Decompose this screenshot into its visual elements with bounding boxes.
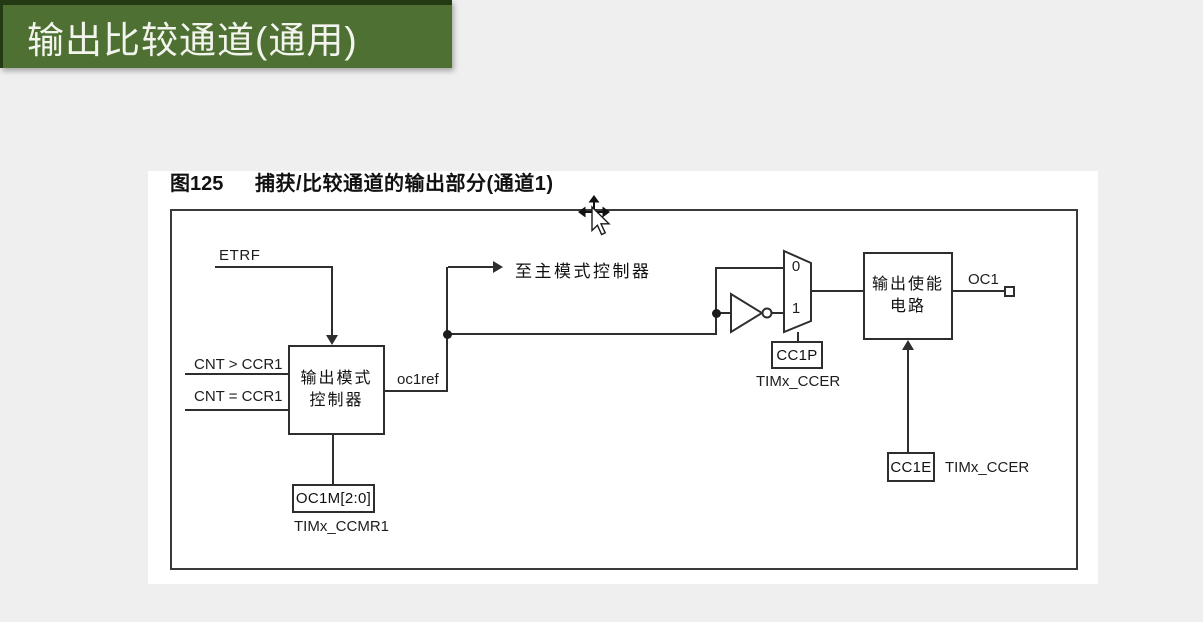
arrowhead-down-icon (326, 335, 338, 345)
wire-mux1-input (772, 312, 786, 314)
cc1p-box: CC1P (771, 341, 823, 369)
cc1e-label: CC1E (890, 458, 932, 476)
wire-oc1ref-riser (446, 267, 448, 392)
title-banner: 输出比较通道(通用) (0, 0, 452, 68)
mux-input1-label: 1 (791, 300, 801, 317)
wire-mux-select (797, 332, 799, 342)
output-mode-controller-box: 输出模式 控制器 (288, 345, 385, 435)
wire-cnt-eq (185, 409, 288, 411)
mux-input0-label: 0 (791, 258, 801, 275)
wire-oc1m (332, 435, 334, 484)
junction-dot (443, 330, 452, 339)
junction-dot (712, 309, 721, 318)
wire-mux-output (811, 290, 865, 292)
timx-ccer-label-cc1e: TIMx_CCER (945, 459, 1030, 476)
wire-main-bus (448, 333, 717, 335)
wire-to-master (448, 266, 493, 268)
timx-ccer-label-cc1p: TIMx_CCER (756, 373, 841, 390)
oc1ref-label: oc1ref (397, 371, 439, 388)
wire-branch-riser (715, 267, 717, 334)
figure-caption: 捕获/比较通道的输出部分(通道1) (255, 173, 554, 195)
cnt-eq-ccr1-label: CNT = CCR1 (194, 388, 283, 405)
arrowhead-up-icon (902, 340, 914, 350)
cc1p-label: CC1P (776, 346, 818, 364)
etrf-label: ETRF (219, 247, 261, 264)
wire-etrf-v (331, 266, 333, 338)
output-enable-circuit-label-line2: 电路 (889, 298, 926, 315)
wire-cnt-gt (185, 373, 288, 375)
cnt-gt-ccr1-label: CNT > CCR1 (194, 356, 283, 373)
oc1-pin-pad (1004, 286, 1015, 297)
output-mode-controller-label-line1: 输出模式 (300, 370, 373, 388)
cc1e-box: CC1E (887, 452, 935, 482)
oc1m-label: OC1M[2:0] (295, 490, 372, 507)
wire-etrf-h (215, 266, 333, 268)
slide-title: 输出比较通道(通用) (27, 19, 358, 61)
wire-cc1e (907, 344, 909, 452)
figure-number: 图125 (170, 173, 224, 195)
to-master-mode-controller-label: 至主模式控制器 (515, 262, 652, 281)
wire-mux0-input (716, 267, 786, 269)
timx-ccmr1-label: TIMx_CCMR1 (294, 518, 390, 535)
output-mode-controller-label-line2: 控制器 (309, 392, 364, 409)
oc1m-box: OC1M[2:0] (292, 484, 375, 513)
wire-oc1ref (385, 390, 448, 392)
wire-inverter-input (716, 312, 732, 314)
wire-oc1-output (953, 290, 1005, 292)
arrowhead-right-icon (493, 261, 503, 273)
oc1-label: OC1 (968, 271, 999, 288)
output-enable-circuit-label-line1: 输出使能 (871, 276, 944, 294)
output-enable-circuit-box: 输出使能 电路 (863, 252, 953, 340)
